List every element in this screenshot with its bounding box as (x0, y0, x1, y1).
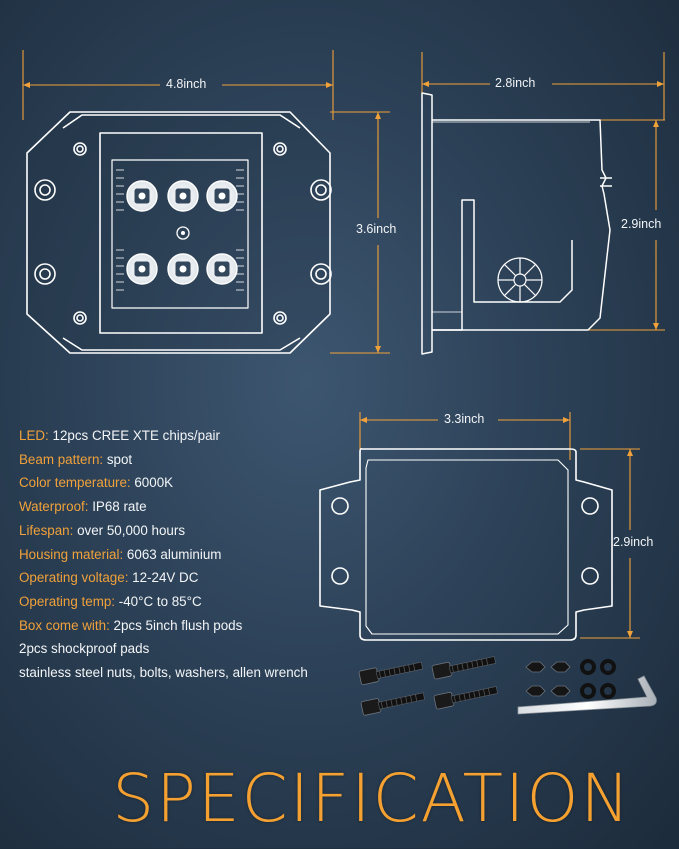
spec-row-box-contents: Box come with: 2pcs 5inch flush pods (19, 617, 243, 633)
side-dimension-lines (421, 52, 665, 331)
side-depth-label: 2.8inch (495, 76, 536, 90)
light-front-view (26, 111, 332, 354)
spec-row-beam-pattern: Beam pattern: spot (19, 451, 133, 467)
light-back-view (319, 448, 613, 641)
spec-row-pads: 2pcs shockproof pads (19, 641, 150, 657)
spec-row-operating-voltage: Operating voltage: 12-24V DC (19, 570, 199, 586)
bolt-icon (358, 656, 498, 716)
spec-row-lifespan: Lifespan: over 50,000 hours (19, 522, 186, 538)
back-dimension-lines (359, 412, 640, 639)
back-height-label: 2.9inch (613, 535, 654, 549)
washer-icon (580, 659, 616, 699)
side-height-label: 2.9inch (621, 217, 662, 231)
spec-row-housing-material: Housing material: 6063 aluminium (19, 546, 222, 562)
allen-wrench-icon (517, 675, 657, 715)
front-height-label: 3.6inch (356, 222, 397, 236)
spec-list: LED: 12pcs CREE XTE chips/pair Beam patt… (19, 424, 349, 685)
back-width-label: 3.3inch (444, 412, 485, 426)
nut-icon (525, 661, 571, 697)
front-dimension-lines (22, 50, 390, 354)
spec-row-operating-temp: Operating temp: -40°C to 85°C (19, 593, 202, 609)
spec-row-led: LED: 12pcs CREE XTE chips/pair (19, 428, 220, 443)
front-width-label: 4.8inch (166, 77, 207, 91)
spec-row-color-temperature: Color temperature: 6000K (19, 475, 174, 491)
spec-row-hardware: stainless steel nuts, bolts, washers, al… (19, 665, 308, 681)
page-title: SPECIFICATION (112, 760, 632, 837)
light-side-view (421, 92, 612, 355)
side-fan-icon (497, 257, 543, 303)
spec-row-waterproof: Waterproof: IP68 rate (19, 499, 147, 515)
